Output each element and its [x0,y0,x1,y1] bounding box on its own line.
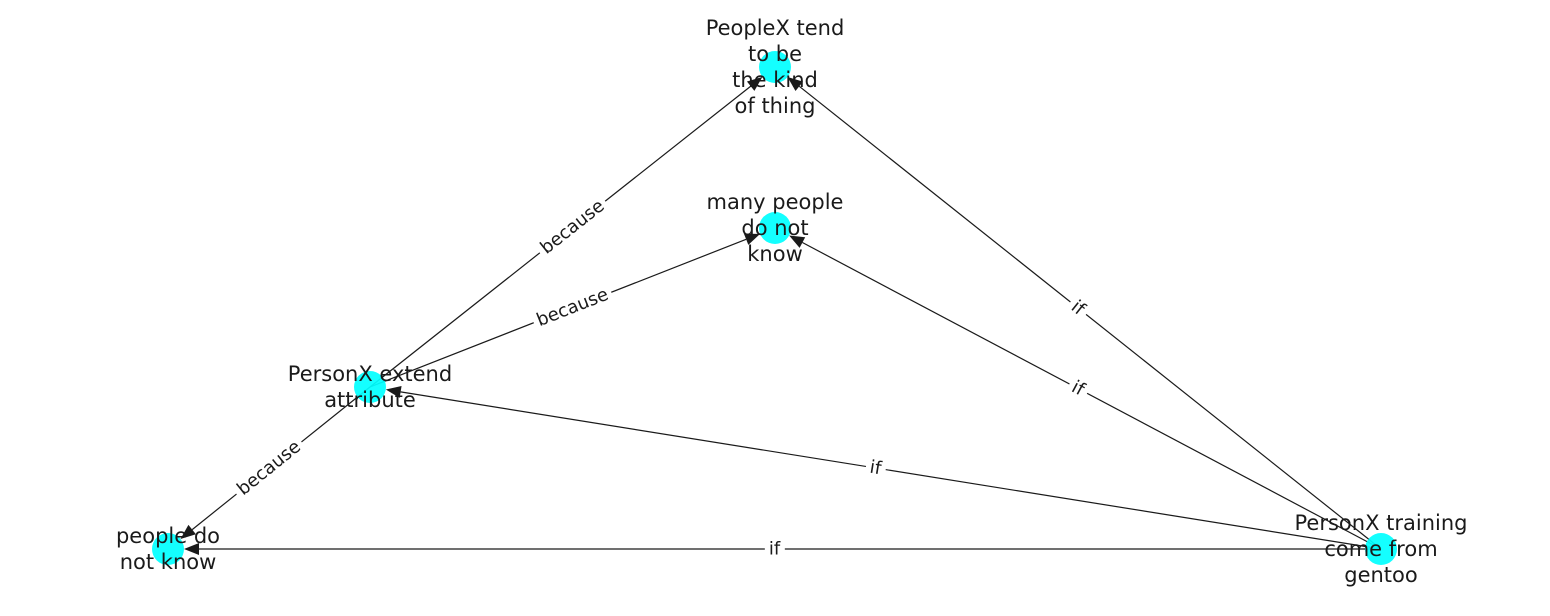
edge-personx_training-to-many_people [802,241,1382,550]
node-label-line: PeopleX tend [706,16,845,40]
edge-label: because [534,284,612,331]
edge-label-background [1063,292,1094,324]
edge-label-group: because [229,432,309,504]
edge-label-background [229,432,309,504]
edge-label-background [529,281,616,334]
node-label-line: of thing [735,94,816,118]
node-many-people [759,212,791,244]
node-label-line: the kind [732,68,818,92]
node-label-line: attribute [324,388,416,412]
edge-label-group: because [529,281,616,334]
node-label-line: people do [116,524,220,548]
edges-layer [180,76,1382,555]
node-label-line: many people [707,190,844,214]
edge-label-group: if [1064,373,1093,404]
node-label-line: to be [748,42,802,66]
edge-label-group: if [864,455,888,481]
edge-label-background [764,537,785,561]
edge-label: because [536,195,608,258]
edge-personx_training-to-personx_extend [400,391,1382,550]
node-personx-training [1365,533,1397,565]
arrowhead-icon [385,385,402,398]
edge-label: because [233,436,305,499]
edge-label-background [864,455,888,481]
edge-label: if [769,539,781,560]
node-label-line: gentoo [1344,563,1418,587]
arrowhead-icon [746,76,763,91]
node-label-line: know [747,242,803,266]
edge-label-background [532,192,613,262]
edge-personx_training-to-peoplex_tend [798,85,1382,550]
node-label-line: come from [1324,537,1437,561]
arrowhead-icon [743,233,761,245]
edge-label-group: if [1063,292,1094,324]
nodes-layer [152,51,1397,565]
edge-label-background [1064,373,1093,404]
node-personx-extend [354,371,386,403]
arrowhead-icon [184,543,199,555]
edge-label-group: if [764,537,785,561]
node-people-do-not-know [152,533,184,565]
node-label-line: PersonX training [1295,511,1468,535]
node-peoplex-tend [759,51,791,83]
arrowhead-icon [787,76,803,91]
node-label-line: do not [741,216,808,240]
node-label-line: not know [120,550,217,574]
edge-label: if [868,457,883,480]
edge-label-group: because [532,192,613,262]
arrowhead-icon [180,524,196,539]
arrowhead-icon [789,235,806,248]
node-label-line: PersonX extend [288,362,452,386]
